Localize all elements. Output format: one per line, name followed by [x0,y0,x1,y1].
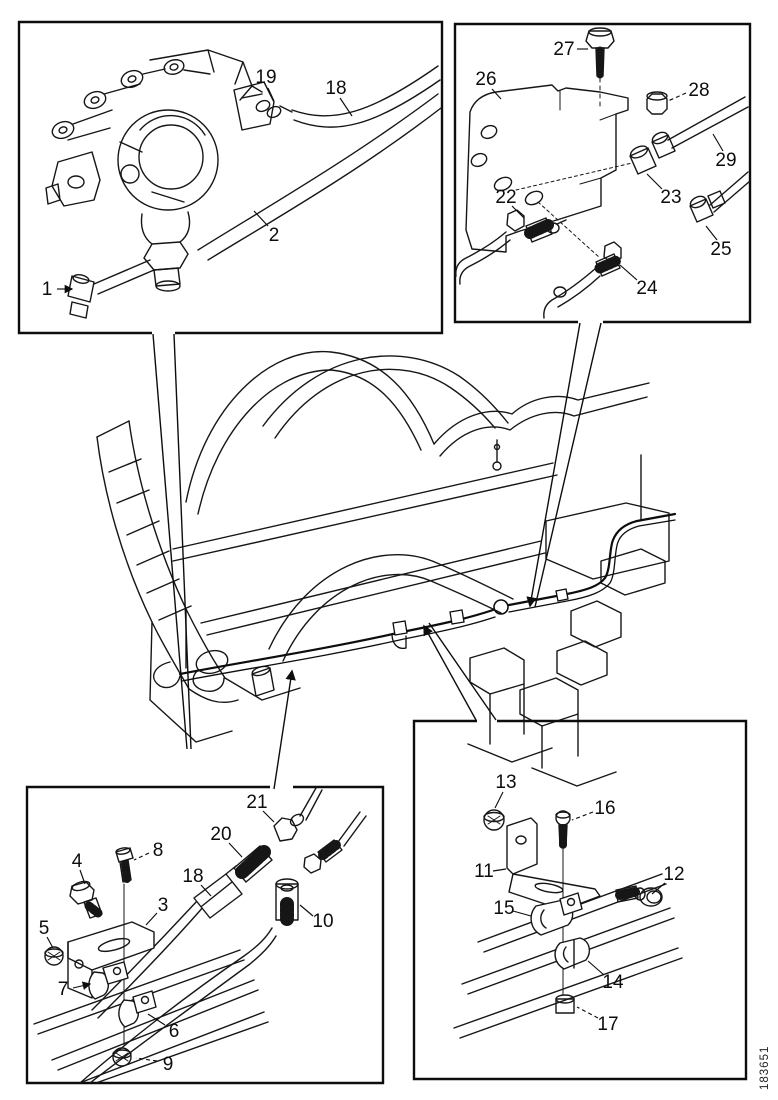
callout-leader-8 [133,852,150,861]
callout-leader-26 [491,88,502,100]
inset-border-couplings [25,785,385,1085]
callout-label-1: 1 [42,279,53,300]
callout-leader-28 [667,92,687,102]
callout-label-6: 6 [169,1021,180,1042]
callout-label-29: 29 [715,150,736,171]
callout-label-15: 15 [493,898,514,919]
callout-label-2: 2 [269,225,280,246]
callout-leader-7 [72,981,92,990]
callout-leader-4 [79,869,86,885]
callout-label-20: 20 [210,824,231,845]
callout-label-24: 24 [636,278,658,299]
callout-leader-2 [253,210,269,227]
inset-border-pump [17,20,444,335]
lower-hose-line [79,927,277,1084]
callout-leader-16 [571,811,594,821]
power-steering-hose-routing [178,512,677,682]
callout-label-11: 11 [474,861,494,882]
callout-leader-19 [267,87,275,102]
callout-leader-22 [511,205,525,219]
callout-label-5: 5 [39,918,50,939]
callout-label-8: 8 [153,840,164,861]
callout-label-13: 13 [495,772,516,793]
figure-number: 183651 [759,1046,771,1090]
callout-label-7: 7 [58,979,69,1000]
callout-label-4: 4 [72,851,83,872]
callout-leader-11 [492,868,507,872]
callout-leader-13 [494,791,504,809]
inset-border-clamps [412,719,748,1081]
inset-border-bracket [453,22,752,324]
callout-label-18: 18 [182,866,203,887]
callout-leader-25 [705,225,718,241]
callout-label-18: 18 [325,78,346,99]
callout-label-12: 12 [663,864,684,885]
callout-label-21: 21 [246,792,267,813]
inset-pointer-line [173,333,192,750]
callout-label-17: 17 [597,1014,618,1035]
callout-label-19: 19 [255,67,276,88]
inset-pump-detail [45,49,442,319]
callout-leader-10 [299,904,314,917]
pressure-hose-line [291,65,441,128]
callout-label-28: 28 [688,80,709,101]
callout-leader-14 [587,960,605,976]
inset-borders [17,20,752,1085]
callout-leader-21 [262,810,275,823]
callout-leader-9 [135,1057,158,1062]
callout-label-22: 22 [495,187,516,208]
callout-leader-12 [651,882,666,895]
inset-pointer-line [152,333,188,750]
callout-leader-24 [619,264,638,281]
callout-leader-23 [646,173,663,190]
callout-label-23: 23 [660,187,681,208]
callout-leader-3 [145,912,158,926]
inset-pointer-line [428,622,497,721]
inset-clamp-stack-detail [453,809,683,1039]
callout-leader-5 [46,936,54,949]
callout-leader-29 [712,133,724,152]
callout-leader-6 [147,1013,166,1026]
callout-leader-18 [200,884,212,897]
inset-bracket-fittings-detail [455,27,751,319]
callout-label-27: 27 [553,39,574,60]
callout-label-14: 14 [602,972,624,993]
inset-hose-couplings-detail [33,787,367,1084]
callout-leader-17 [576,1006,599,1019]
callout-label-25: 25 [710,239,731,260]
callout-label-3: 3 [158,895,169,916]
callout-label-16: 16 [594,798,615,819]
callout-label-9: 9 [163,1054,174,1075]
callout-leader-20 [228,842,243,858]
callout-leader-15 [512,910,532,917]
inset-pointer-line [273,669,296,790]
callout-label-10: 10 [312,911,333,932]
inset-pointer-line [534,322,602,608]
callout-leader-18 [339,97,353,117]
callout-label-26: 26 [475,69,496,90]
inset-pointer-line [526,322,581,608]
return-hose-line [197,93,442,261]
inset-pointer-line [423,624,477,721]
